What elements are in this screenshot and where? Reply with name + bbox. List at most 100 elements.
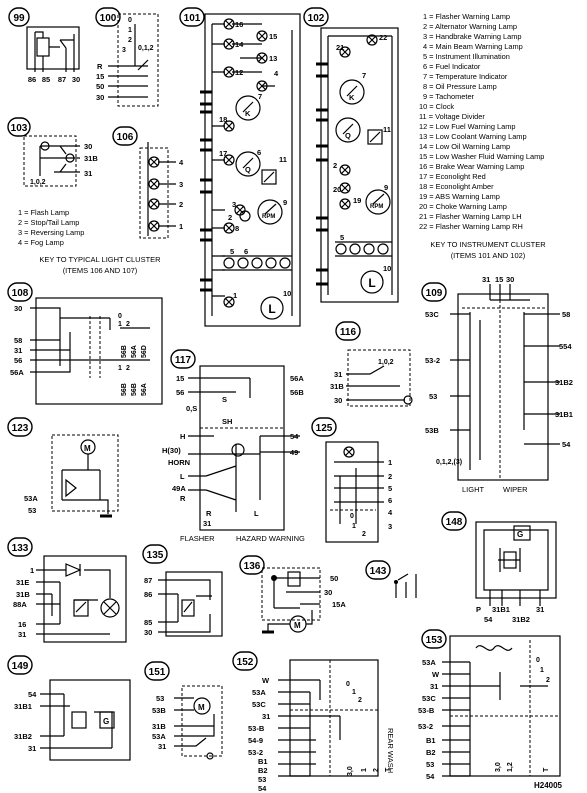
pin-153-53: 53	[426, 760, 434, 769]
pin-117-15: 15	[176, 374, 184, 383]
component-number-153: 153	[426, 635, 443, 646]
light-cluster-key: 1 = Flash Lamp 2 = Stop/Tail Lamp 3 = Re…	[18, 208, 161, 275]
component-109: 109 31 15 30 53C 53-2 53 53B 58 554 31B2…	[421, 275, 573, 494]
component-136: 136 M 50 30 15A	[239, 555, 346, 634]
pin-151-53a: 53A	[152, 732, 166, 741]
pos-152-1b: 1	[361, 768, 368, 772]
pin-109-31b2: 31B2	[555, 378, 573, 387]
component-number-136: 136	[244, 561, 261, 572]
lamp-101-12: 12	[223, 66, 243, 78]
svg-text:3: 3	[232, 200, 236, 209]
svg-text:L: L	[268, 302, 275, 316]
pin-99-85: 85	[42, 75, 50, 84]
svg-text:5: 5	[340, 233, 344, 242]
pin-109-31: 31	[482, 275, 490, 284]
component-number-143: 143	[370, 566, 387, 577]
svg-text:9: 9	[283, 198, 287, 207]
illumination-row-101: 5 6	[222, 247, 292, 271]
svg-text:11: 11	[279, 155, 287, 164]
lamp-102-19: 19	[339, 196, 361, 210]
pin-149-31b2: 31B2	[14, 732, 32, 741]
svg-text:Q: Q	[245, 165, 251, 174]
pin-136-15a: 15A	[332, 600, 346, 609]
component-106: 106 4 3 2 1	[112, 126, 184, 239]
lamp-101-4: 4	[256, 69, 279, 92]
light-key-4: 4 = Fog Lamp	[18, 238, 64, 247]
svg-text:Q: Q	[345, 131, 351, 140]
component-103: 103 30 31B 31 1,0,2	[7, 117, 98, 187]
pos-153-0: 0	[536, 657, 540, 664]
instrument-cluster-key: 1 = Flasher Warning Lamp 2 = Alternator …	[419, 12, 546, 260]
pos-108-4: 2	[126, 365, 130, 372]
key-item-13: 13 = Low Coolant Warning Lamp	[419, 132, 527, 141]
voltage-divider-102-11: 11	[367, 125, 391, 145]
lamp-102-2: 2	[333, 161, 351, 176]
pin-117-49: 49	[290, 448, 298, 457]
pin-117-49a: 49A	[172, 484, 186, 493]
svg-text:2: 2	[228, 213, 232, 222]
pin-153-53-b: 53-B	[418, 706, 435, 715]
component-number-135: 135	[147, 550, 164, 561]
pin-117-r: R	[180, 494, 186, 503]
caption-117-hazard: HAZARD WARNING	[236, 534, 305, 543]
pin-149-54: 54	[28, 690, 37, 699]
label-117-horn: HORN	[168, 458, 190, 467]
svg-text:6: 6	[244, 247, 248, 256]
component-number-116: 116	[340, 327, 357, 338]
clock-101-10: L10	[260, 289, 291, 320]
pin-109-31b1: 31B1	[555, 410, 573, 419]
pin-135-85: 85	[144, 618, 152, 627]
svg-text:K: K	[245, 109, 251, 118]
label-108-56b-c: 56B	[131, 383, 138, 396]
motor-123: M	[84, 444, 91, 453]
pos-100-3: 3	[122, 47, 126, 54]
pin-153-53-2: 53-2	[418, 722, 433, 731]
key-item-6: 6 = Fuel Indicator	[423, 62, 481, 71]
pin-116-31b: 31B	[330, 382, 344, 391]
svg-text:6: 6	[257, 148, 261, 157]
key-item-18: 18 = Econolight Amber	[419, 182, 494, 191]
pin-125-5: 5	[388, 484, 392, 493]
pin-103-30: 30	[84, 142, 92, 151]
pin-151-53: 53	[156, 694, 164, 703]
pos-125-2: 2	[362, 531, 366, 538]
pin-149-31: 31	[28, 744, 36, 753]
component-number-152: 152	[237, 657, 254, 668]
pin-109-15: 15	[495, 275, 503, 284]
pin-99-86: 86	[28, 75, 36, 84]
key-item-5: 5 = Instrument Illumination	[423, 52, 510, 61]
pin-117-56b: 56B	[290, 388, 304, 397]
svg-text:8: 8	[235, 224, 239, 233]
lamp-101-2: 2	[228, 210, 251, 222]
pin-109-554: 554	[559, 342, 572, 351]
pin-153-b2: B2	[426, 748, 436, 757]
pin-125-3: 3	[388, 522, 392, 531]
svg-text:20: 20	[333, 185, 341, 194]
pin-135-30: 30	[144, 628, 152, 637]
clock-102-10: L10	[360, 264, 391, 294]
pin-152-53-2: 53-2	[248, 748, 263, 757]
pos-152-3-0: 3,0	[347, 766, 354, 776]
lamp-102-22: 22	[366, 33, 387, 46]
pos-152-0: 0	[346, 681, 350, 688]
svg-text:17: 17	[219, 149, 227, 158]
pin-109-53b: 53B	[425, 426, 439, 435]
lamp-101-17: 17	[219, 149, 235, 166]
component-108: 108 30 58 31 56 56A 0 1 2 1 2 56B 56A 56…	[7, 282, 163, 405]
svg-text:21: 21	[336, 43, 344, 52]
pos-103: 1,0,2	[30, 179, 46, 186]
light-key-caption-items: (ITEMS 106 AND 107)	[63, 266, 138, 275]
pin-152-54: 54	[258, 784, 267, 793]
key-item-21: 21 = Flasher Warning Lamp LH	[419, 212, 522, 221]
motor-151: M	[198, 703, 205, 712]
pin-151-31b: 31B	[152, 722, 166, 731]
component-125: 125 1 2 5 6 4 3 0 1 2	[311, 417, 393, 543]
label-117-l: L	[254, 509, 259, 518]
svg-text:19: 19	[353, 196, 361, 205]
svg-text:13: 13	[269, 54, 277, 63]
pin-133-1: 1	[30, 566, 34, 575]
pin-117-h30: H(30)	[162, 446, 181, 455]
pin-109-54: 54	[562, 440, 571, 449]
caption-109-light: LIGHT	[462, 485, 485, 494]
